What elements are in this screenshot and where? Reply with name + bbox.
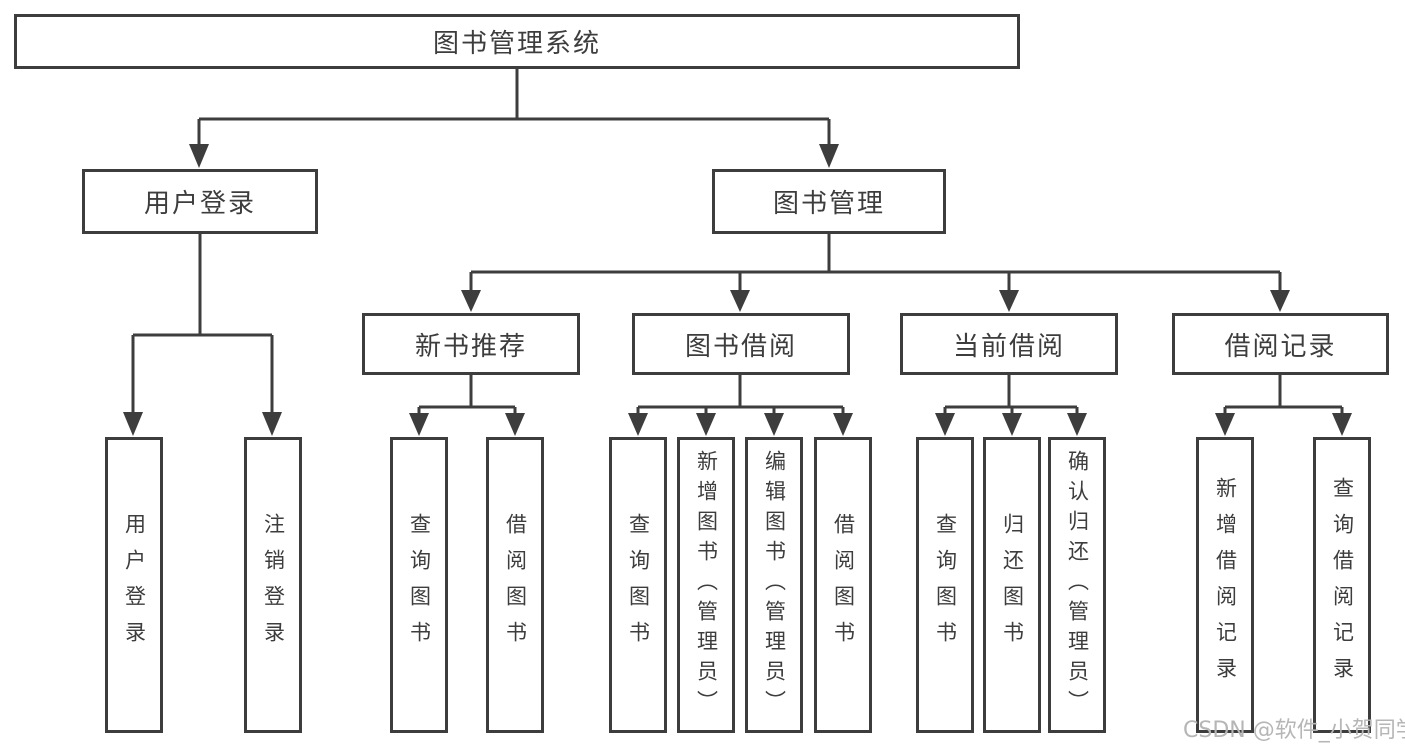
node-label: 新增图书（管理员）	[694, 450, 719, 720]
node-label: 编辑图书（管理员）	[762, 450, 787, 720]
node-current-borrowing: 当前借阅	[900, 313, 1118, 375]
node-add-books-admin: 新增图书（管理员）	[677, 437, 735, 733]
node-query-books-recommend: 查询图书	[390, 437, 448, 733]
node-borrow-books-recommend: 借阅图书	[486, 437, 544, 733]
node-label: 图书管理系统	[432, 29, 601, 59]
watermark: CSDN @软件_小贺同学	[1183, 718, 1405, 743]
node-label: 借阅记录	[1224, 331, 1337, 362]
node-label: 注销登录	[261, 513, 286, 657]
node-query-books-borrow: 查询图书	[609, 437, 667, 733]
node-user-login: 用户登录	[82, 169, 318, 234]
node-label: 图书借阅	[684, 331, 797, 362]
node-label: 确认归还（管理员）	[1065, 450, 1090, 720]
node-query-books-current: 查询图书	[916, 437, 974, 733]
node-add-borrow-record: 新增借阅记录	[1196, 437, 1254, 733]
node-label: 新增借阅记录	[1213, 477, 1238, 693]
node-book-borrowing: 图书借阅	[632, 313, 850, 375]
node-borrowing-records: 借阅记录	[1172, 313, 1389, 375]
node-logout: 注销登录	[244, 437, 302, 733]
node-label: 查询借阅记录	[1330, 477, 1355, 693]
node-new-book-recommend: 新书推荐	[362, 313, 580, 375]
node-label: 新书推荐	[414, 331, 527, 362]
node-book-management-system: 图书管理系统	[14, 14, 1020, 69]
node-label: 当前借阅	[952, 331, 1065, 362]
node-label: 借阅图书	[831, 513, 856, 657]
node-query-borrow-record: 查询借阅记录	[1313, 437, 1371, 733]
node-confirm-return-admin: 确认归还（管理员）	[1048, 437, 1106, 733]
node-label: 查询图书	[626, 513, 651, 657]
node-label: 图书管理	[772, 189, 885, 219]
node-label: 借阅图书	[503, 513, 528, 657]
node-return-books: 归还图书	[983, 437, 1041, 733]
node-borrow-books: 借阅图书	[814, 437, 872, 733]
node-book-management: 图书管理	[712, 169, 946, 234]
node-user-login-leaf: 用户登录	[105, 437, 163, 733]
node-label: 用户登录	[143, 189, 256, 219]
node-edit-books-admin: 编辑图书（管理员）	[745, 437, 803, 733]
node-label: 查询图书	[407, 513, 432, 657]
node-label: 查询图书	[933, 513, 958, 657]
node-label: 归还图书	[1000, 513, 1025, 657]
node-label: 用户登录	[122, 513, 147, 657]
